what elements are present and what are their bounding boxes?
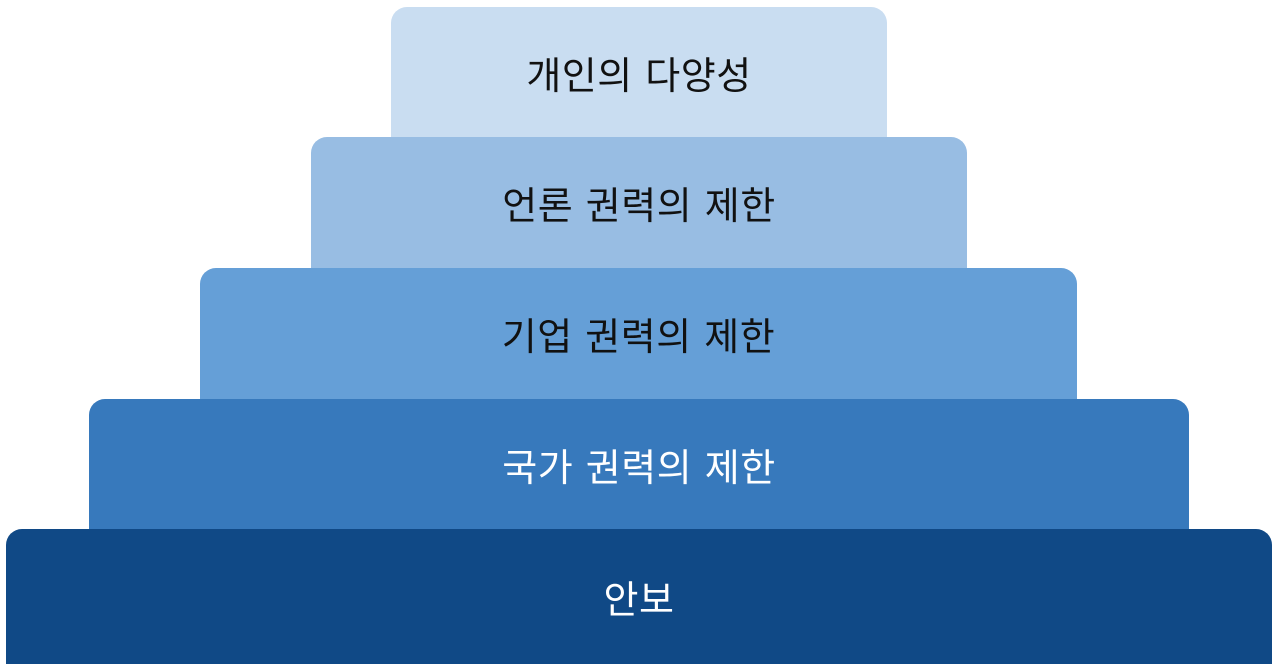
pyramid-tier-4: 국가 권력의 제한 bbox=[89, 399, 1189, 530]
pyramid-tier-2: 언론 권력의 제한 bbox=[311, 137, 967, 268]
pyramid-tier-5: 안보 bbox=[6, 529, 1272, 664]
tier-label: 안보 bbox=[603, 578, 675, 622]
tier-label: 국가 권력의 제한 bbox=[502, 446, 776, 490]
tier-label: 개인의 다양성 bbox=[526, 54, 752, 98]
tier-label: 언론 권력의 제한 bbox=[502, 184, 776, 228]
pyramid-tier-3: 기업 권력의 제한 bbox=[200, 268, 1077, 399]
tier-label: 기업 권력의 제한 bbox=[501, 315, 776, 359]
pyramid-tier-1: 개인의 다양성 bbox=[391, 7, 887, 138]
